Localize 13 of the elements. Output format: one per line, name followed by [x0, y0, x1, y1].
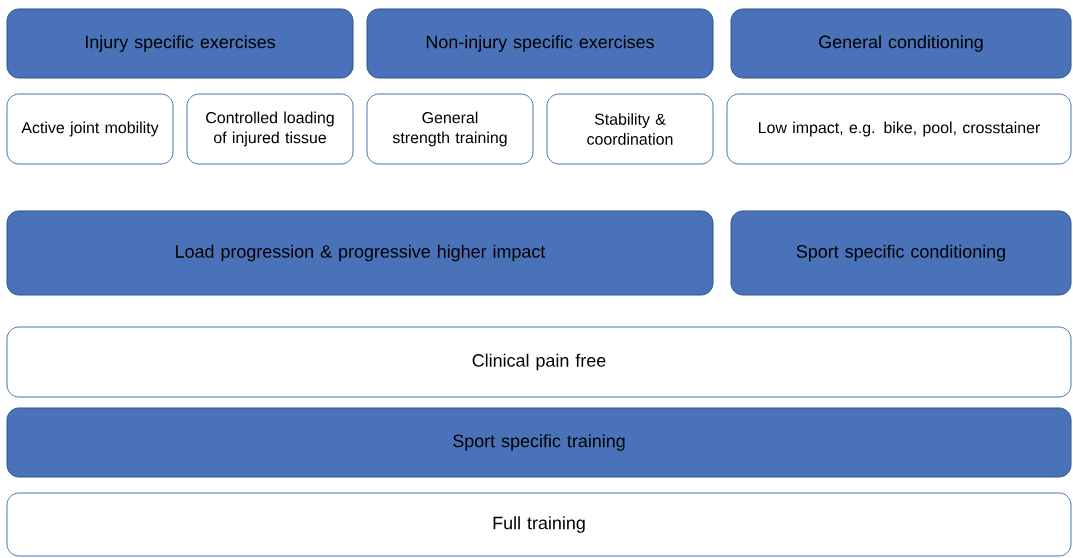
header-box: Sport specific conditioning — [730, 210, 1072, 296]
content-box: Full training — [6, 492, 1072, 557]
content-box: Stability & coordination — [546, 93, 714, 165]
header-box: General conditioning — [730, 8, 1072, 79]
header-box: Sport specific training — [6, 407, 1072, 478]
content-box: General strength training — [366, 93, 534, 165]
content-box: Clinical pain free — [6, 326, 1072, 398]
header-box: Load progression & progressive higher impact — [6, 210, 714, 296]
content-box: Active joint mobility — [6, 93, 174, 165]
content-box: Controlled loading of injured tissue — [186, 93, 354, 165]
header-box: Injury specific exercises — [6, 8, 354, 79]
header-box: Non-injury specific exercises — [366, 8, 714, 79]
content-box: Low impact, e.g. bike, pool, crosstainer — [726, 93, 1072, 165]
